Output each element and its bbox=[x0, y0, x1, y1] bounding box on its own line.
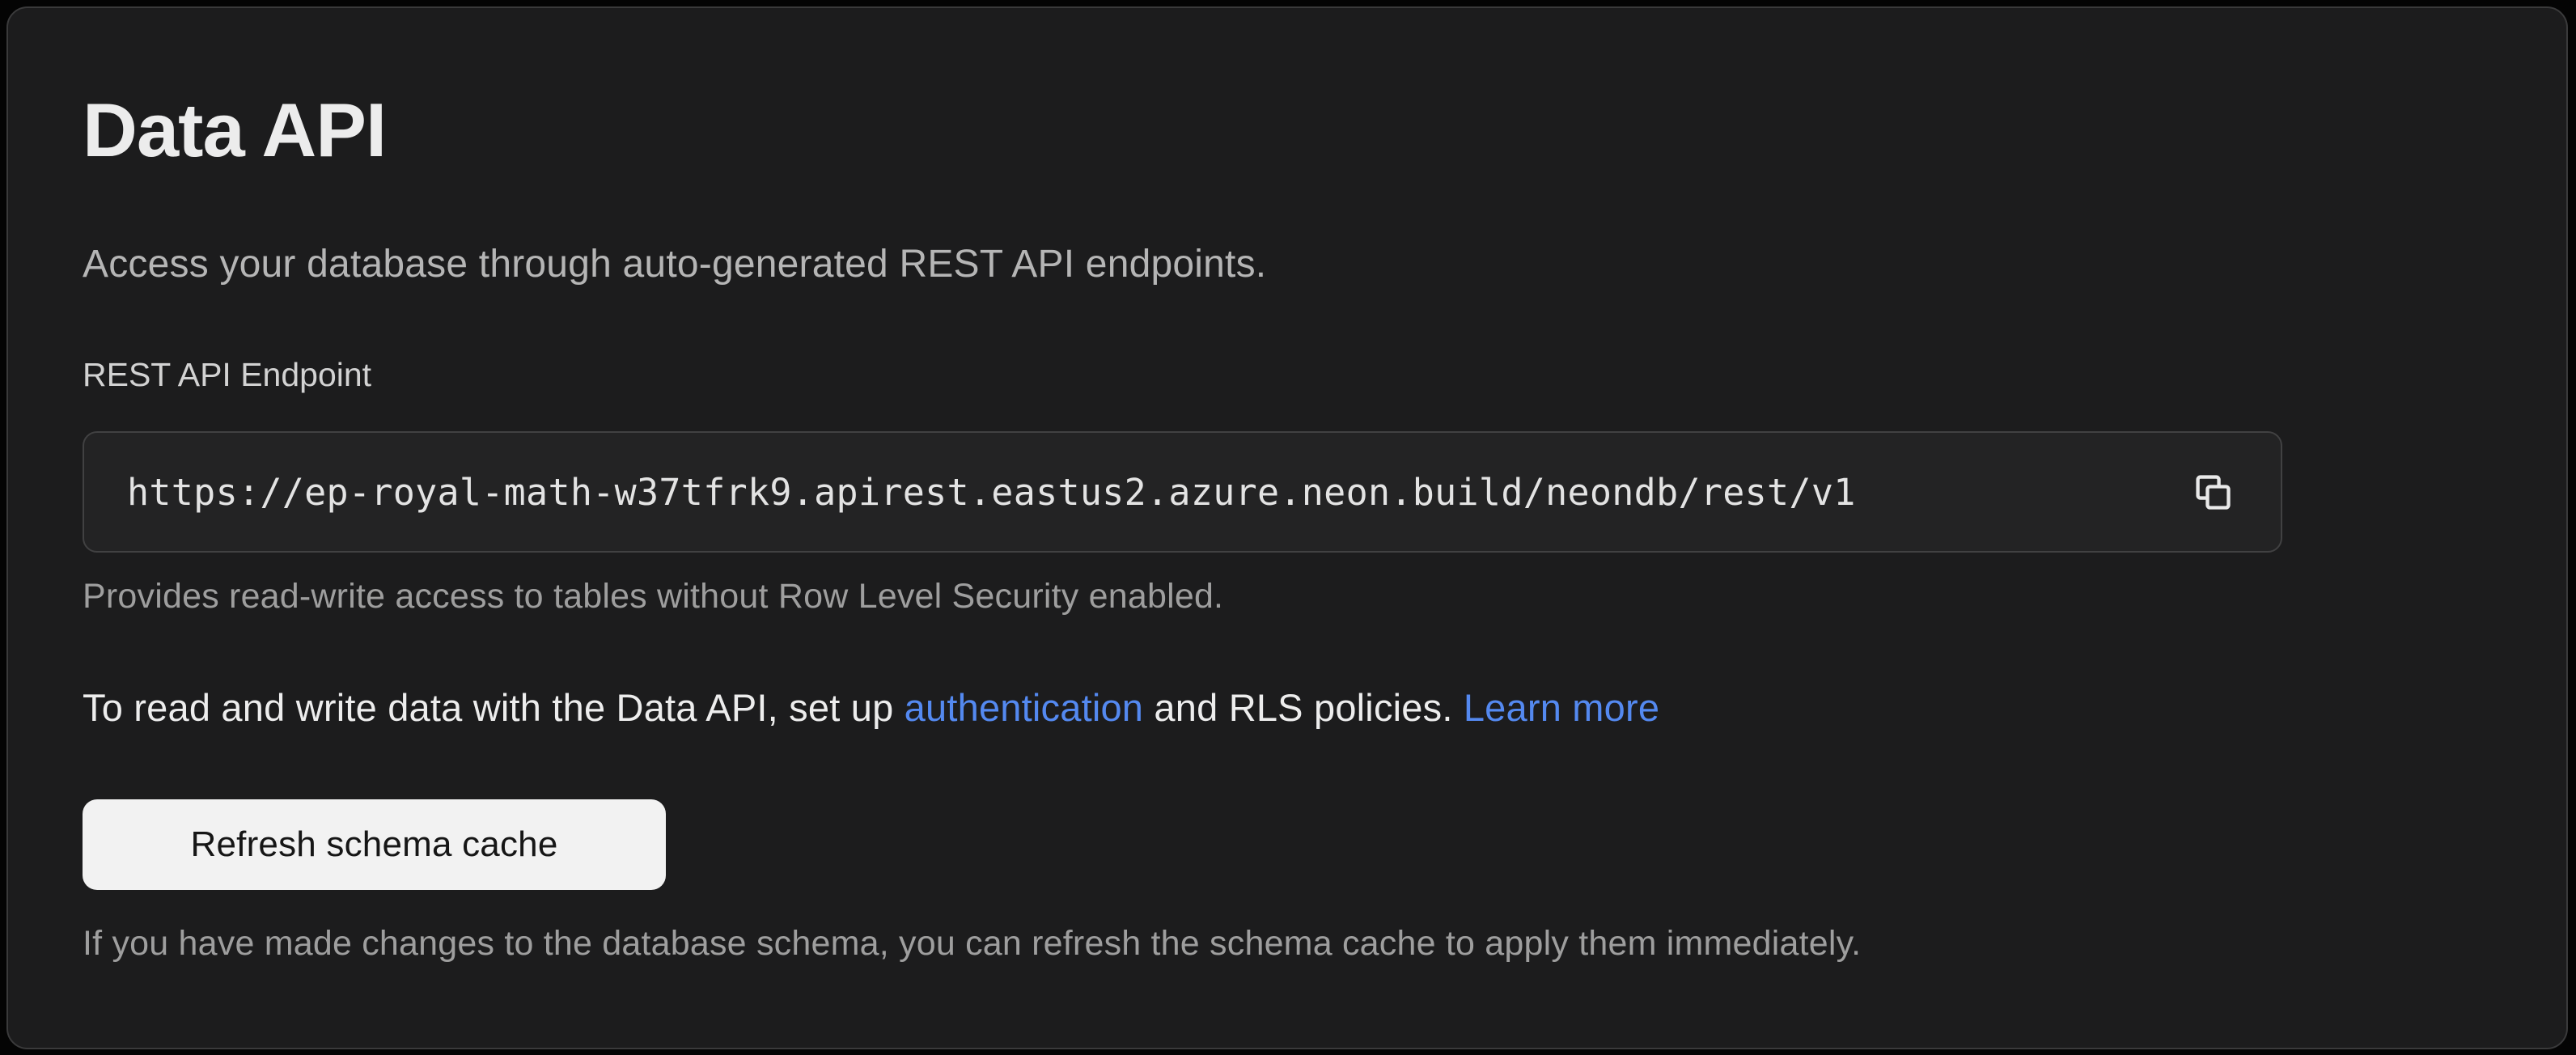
copy-icon bbox=[2196, 475, 2231, 510]
authentication-link[interactable]: authentication bbox=[904, 686, 1144, 729]
endpoint-url-text: https://ep-royal-math-w37tfrk9.apirest.e… bbox=[127, 470, 1856, 514]
data-api-card: Data API Access your database through au… bbox=[6, 6, 2568, 1049]
copy-button[interactable] bbox=[2190, 469, 2235, 515]
auth-note-text-2: and RLS policies. bbox=[1143, 686, 1464, 729]
auth-note-text-1: To read and write data with the Data API… bbox=[83, 686, 905, 729]
refresh-helper-text: If you have made changes to the database… bbox=[83, 924, 1862, 963]
learn-more-link[interactable]: Learn more bbox=[1463, 686, 1660, 729]
endpoint-label: REST API Endpoint bbox=[83, 356, 372, 393]
endpoint-url-field[interactable]: https://ep-royal-math-w37tfrk9.apirest.e… bbox=[83, 431, 2282, 553]
page-title: Data API bbox=[83, 87, 387, 172]
page-description: Access your database through auto-genera… bbox=[83, 243, 1267, 286]
refresh-schema-cache-button[interactable]: Refresh schema cache bbox=[83, 799, 666, 890]
auth-note: To read and write data with the Data API… bbox=[83, 683, 2492, 733]
endpoint-helper-text: Provides read-write access to tables wit… bbox=[83, 577, 1224, 616]
